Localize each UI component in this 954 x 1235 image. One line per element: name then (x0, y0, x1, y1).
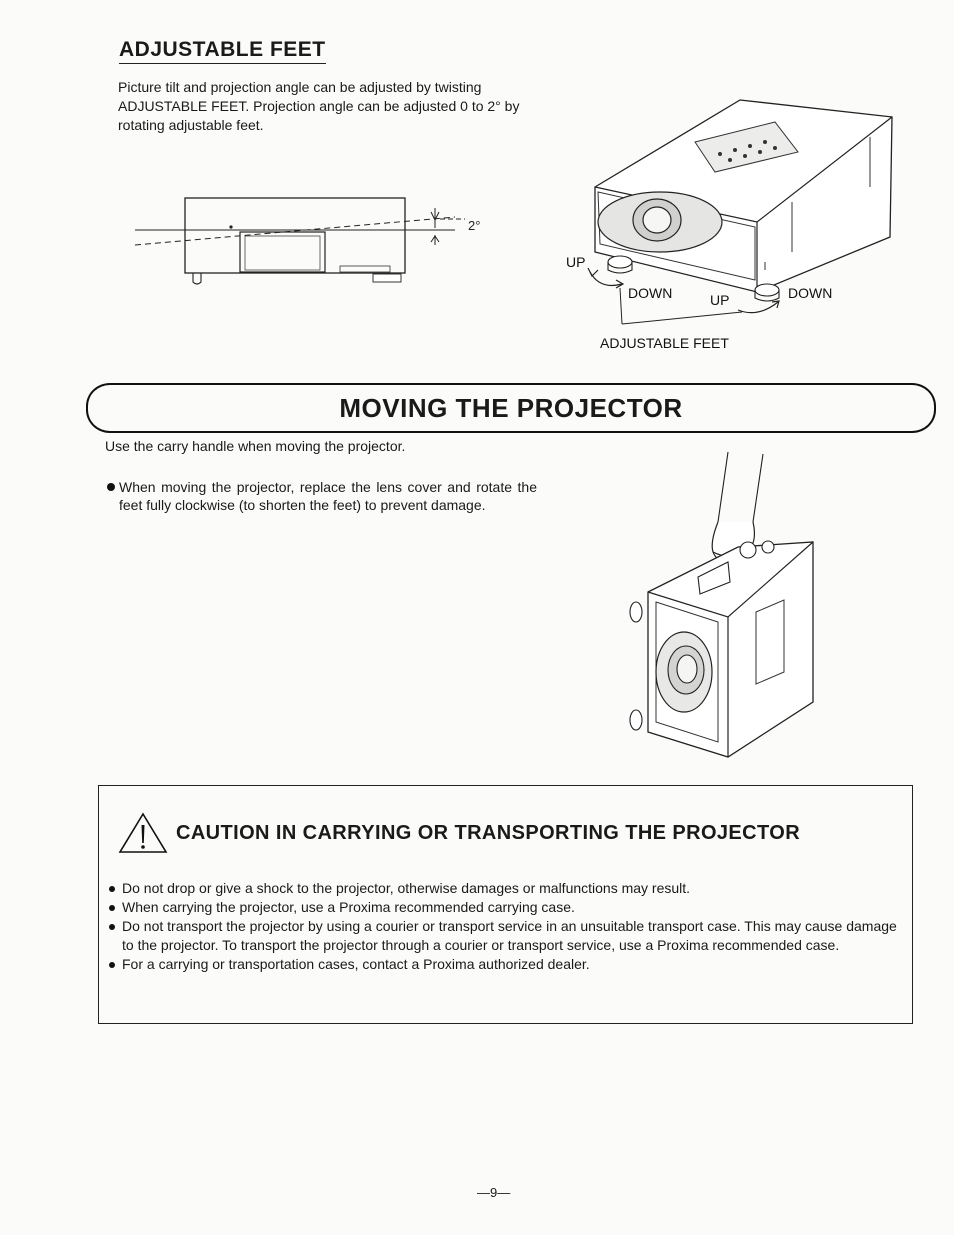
caution-box (98, 785, 913, 1024)
moving-bullet-text: When moving the projector, replace the l… (119, 479, 537, 513)
caution-item: Do not transport the projector by using … (108, 917, 906, 955)
warning-triangle-icon (118, 812, 168, 853)
caution-item: When carrying the projector, use a Proxi… (108, 898, 906, 917)
projector-feet-diagram: UP DOWN UP DOWN ADJUSTABLE FEET (566, 99, 893, 351)
down-label-left: DOWN (628, 285, 672, 301)
down-label-right: DOWN (788, 285, 832, 301)
up-label-left: UP (566, 254, 585, 270)
caution-list: Do not drop or give a shock to the proje… (108, 879, 906, 974)
up-label-right: UP (710, 292, 729, 308)
bullet-dot-icon (107, 483, 115, 491)
carrying-projector-illustration (629, 452, 814, 758)
moving-section-banner: MOVING THE PROJECTOR (86, 383, 936, 433)
moving-section-title: MOVING THE PROJECTOR (339, 392, 683, 423)
adjustable-feet-paragraph: Picture tilt and projection angle can be… (118, 79, 520, 133)
section-heading-adjustable-feet: ADJUSTABLE FEET (119, 38, 326, 64)
angle-label: 2° (468, 218, 480, 233)
caution-item: For a carrying or transportation cases, … (108, 955, 906, 974)
moving-bullet: When moving the projector, replace the l… (107, 478, 537, 514)
page-number: —9— (477, 1185, 511, 1200)
caution-item: Do not drop or give a shock to the proje… (108, 879, 906, 898)
adjustable-feet-label: ADJUSTABLE FEET (600, 335, 729, 351)
projector-side-view-diagram: 2° (135, 197, 480, 285)
moving-intro-text: Use the carry handle when moving the pro… (105, 438, 406, 454)
caution-title: CAUTION IN CARRYING OR TRANSPORTING THE … (176, 822, 801, 844)
